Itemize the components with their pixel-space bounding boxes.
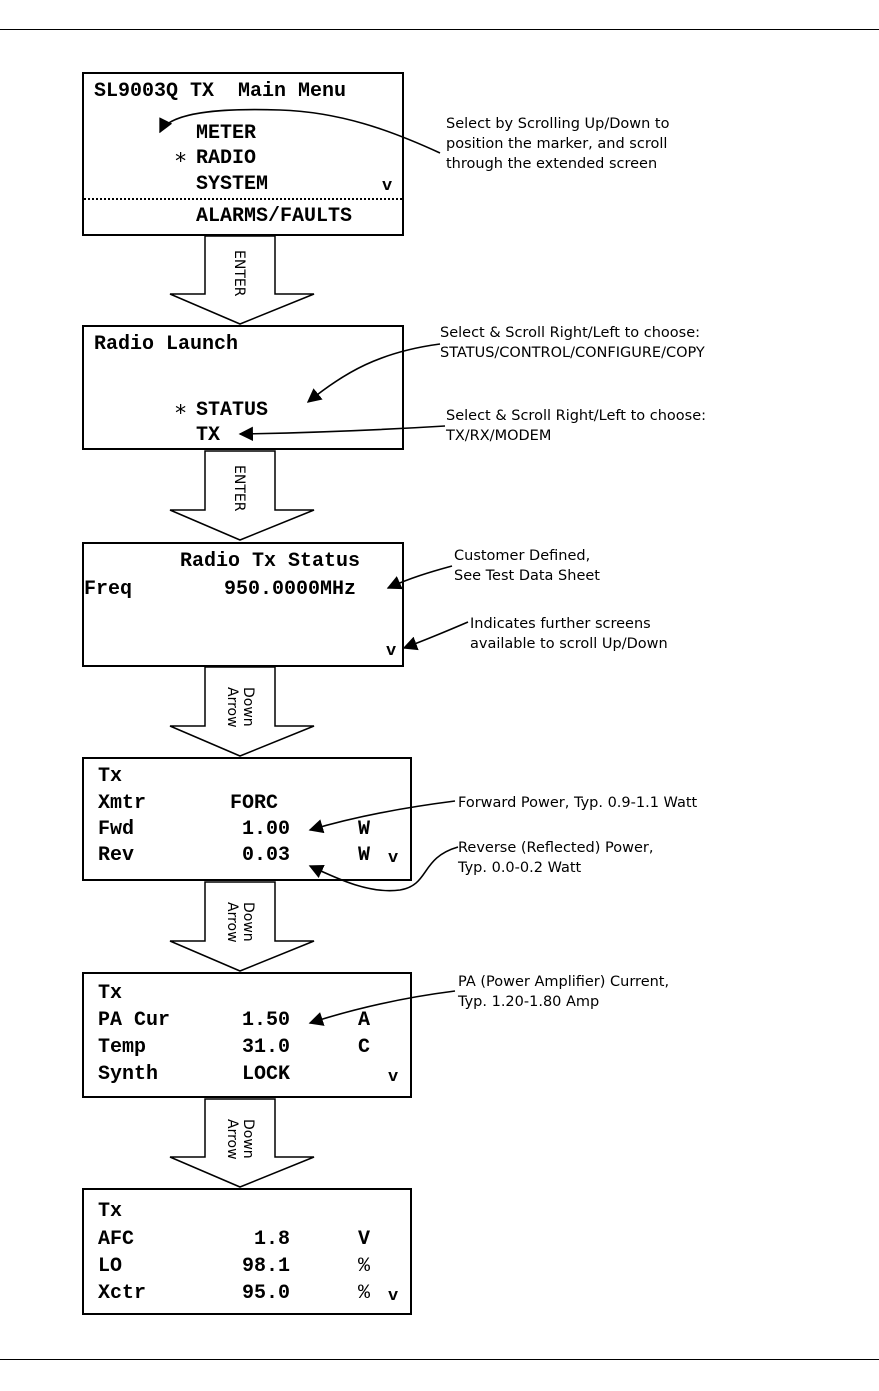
- status-connector: [306, 343, 441, 403]
- note-customer-defined: Customer Defined,See Test Data Sheet: [454, 548, 600, 584]
- fwd-label: Fwd: [98, 818, 135, 841]
- more-indicator: v: [388, 1068, 399, 1087]
- top-rule: [0, 29, 879, 30]
- tx-power-screen: Tx Xmtr FORC Fwd 1.00 W Rev 0.03 W v: [82, 757, 412, 881]
- menu-item-radio: RADIO: [196, 147, 257, 170]
- down-label: Down: [240, 902, 256, 942]
- pa-connector: [308, 990, 456, 1026]
- rev-connector: [308, 846, 459, 892]
- extended-screen-divider: [84, 198, 402, 200]
- radio-target-field: TX: [196, 424, 221, 447]
- freq-connector: [386, 565, 453, 590]
- main-menu-title: SL9003Q TX Main Menu: [94, 80, 347, 103]
- synth-value: LOCK: [242, 1063, 291, 1086]
- synth-label: Synth: [98, 1063, 159, 1086]
- arrow-label: Arrow: [224, 902, 240, 943]
- more-indicator: v: [386, 642, 397, 661]
- enter-label: ENTER: [231, 250, 247, 297]
- screen-title: Tx: [98, 765, 123, 788]
- more-indicator: v: [388, 849, 399, 868]
- temp-unit: C: [358, 1036, 371, 1059]
- marker-connector: [159, 108, 441, 154]
- tx-pa-screen: Tx PA Cur 1.50 A Temp 31.0 C Synth LOCK …: [82, 972, 412, 1098]
- down-arrow: Down Arrow: [169, 666, 315, 757]
- enter-arrow: ENTER: [169, 235, 315, 325]
- arrow-label: Arrow: [224, 687, 240, 728]
- fwd-value: 1.00: [242, 818, 291, 841]
- down-label: Down: [240, 1119, 256, 1159]
- xctr-value: 95.0: [242, 1282, 291, 1305]
- tx-connector: [238, 425, 446, 441]
- more-connector: [402, 621, 469, 651]
- down-arrow: Down Arrow: [169, 1098, 315, 1188]
- pa-cur-label: PA Cur: [98, 1009, 171, 1032]
- screen-title: Tx: [98, 1200, 123, 1223]
- note-choose-tx: Select & Scroll Right/Left to choose:TX/…: [446, 408, 707, 444]
- down-label: Down: [240, 687, 256, 727]
- tx-status-title: Radio Tx Status: [180, 550, 361, 573]
- menu-item-meter: METER: [196, 122, 257, 145]
- note-reverse-power: Reverse (Reflected) Power,Typ. 0.0-0.2 W…: [458, 840, 654, 876]
- afc-label: AFC: [98, 1228, 135, 1251]
- pa-cur-value: 1.50: [242, 1009, 291, 1032]
- xctr-label: Xctr: [98, 1282, 147, 1305]
- enter-label: ENTER: [231, 465, 247, 512]
- temp-value: 31.0: [242, 1036, 291, 1059]
- note-pa-current: PA (Power Amplifier) Current,Typ. 1.20-1…: [458, 974, 670, 1010]
- more-indicator: v: [388, 1287, 399, 1306]
- radio-launch-title: Radio Launch: [94, 333, 239, 356]
- freq-label: Freq: [84, 578, 133, 601]
- fwd-connector: [308, 800, 456, 834]
- more-indicator: v: [382, 177, 393, 196]
- lo-label: LO: [98, 1255, 123, 1278]
- bottom-rule: [0, 1359, 879, 1360]
- pa-cur-unit: A: [358, 1009, 371, 1032]
- menu-item-system: SYSTEM: [196, 173, 269, 196]
- radio-launch-screen: Radio Launch ∗ STATUS TX: [82, 325, 404, 450]
- xmtr-label: Xmtr: [98, 792, 147, 815]
- temp-label: Temp: [98, 1036, 147, 1059]
- fwd-unit: W: [358, 818, 371, 841]
- afc-value: 1.8: [254, 1228, 291, 1251]
- screen-title: Tx: [98, 982, 123, 1005]
- tx-afc-screen: Tx AFC 1.8 V LO 98.1 % Xctr 95.0 % v: [82, 1188, 412, 1315]
- down-arrow: Down Arrow: [169, 881, 315, 972]
- marker-asterisk: ∗: [174, 146, 188, 171]
- rev-value: 0.03: [242, 844, 291, 867]
- arrow-label: Arrow: [224, 1119, 240, 1160]
- rev-unit: W: [358, 844, 371, 867]
- afc-unit: V: [358, 1228, 371, 1251]
- enter-arrow: ENTER: [169, 450, 315, 541]
- radio-tx-status-screen: Radio Tx Status Freq 950.0000MHz v: [82, 542, 404, 667]
- lo-value: 98.1: [242, 1255, 291, 1278]
- rev-label: Rev: [98, 844, 135, 867]
- xctr-unit: %: [358, 1282, 371, 1305]
- freq-value: 950.0000MHz: [224, 578, 357, 601]
- lo-unit: %: [358, 1255, 371, 1278]
- menu-item-alarms-faults: ALARMS/FAULTS: [196, 205, 353, 228]
- xmtr-value: FORC: [230, 792, 279, 815]
- note-forward-power: Forward Power, Typ. 0.9-1.1 Watt: [458, 795, 698, 811]
- marker-asterisk: ∗: [174, 398, 188, 423]
- main-menu-screen: SL9003Q TX Main Menu METER ∗ RADIO SYSTE…: [82, 72, 404, 236]
- radio-status-field: STATUS: [196, 399, 269, 422]
- note-choose-status: Select & Scroll Right/Left to choose:STA…: [440, 325, 705, 361]
